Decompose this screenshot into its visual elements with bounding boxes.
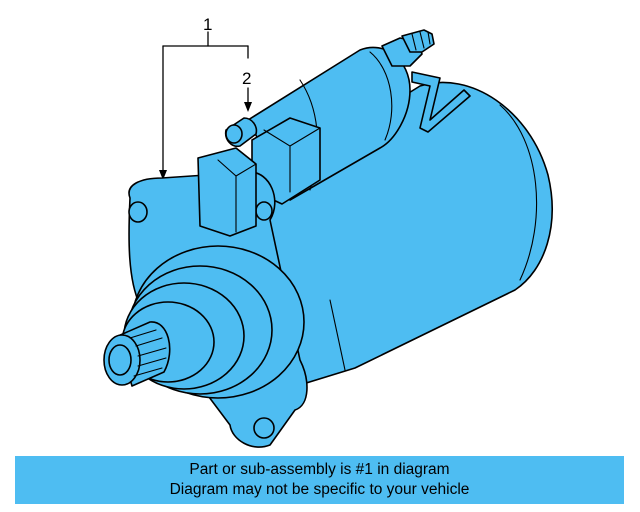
footer-banner: Part or sub-assembly is #1 in diagram Di… bbox=[15, 456, 624, 504]
pinion-face bbox=[108, 344, 132, 376]
starter-motor-diagram: 1 2 bbox=[103, 15, 553, 448]
wire-strap bbox=[411, 71, 471, 133]
starter-motor bbox=[103, 29, 553, 448]
solenoid-boss bbox=[197, 147, 257, 237]
callout-1-leader bbox=[159, 31, 249, 180]
footer-line-2: Diagram may not be specific to your vehi… bbox=[169, 481, 470, 498]
terminal-stud bbox=[401, 29, 435, 53]
footer-line-1: Part or sub-assembly is #1 in diagram bbox=[189, 461, 450, 478]
callout-2-leader bbox=[244, 87, 252, 112]
callout-1-label: 1 bbox=[203, 15, 212, 34]
callout-2-label: 2 bbox=[242, 69, 251, 88]
